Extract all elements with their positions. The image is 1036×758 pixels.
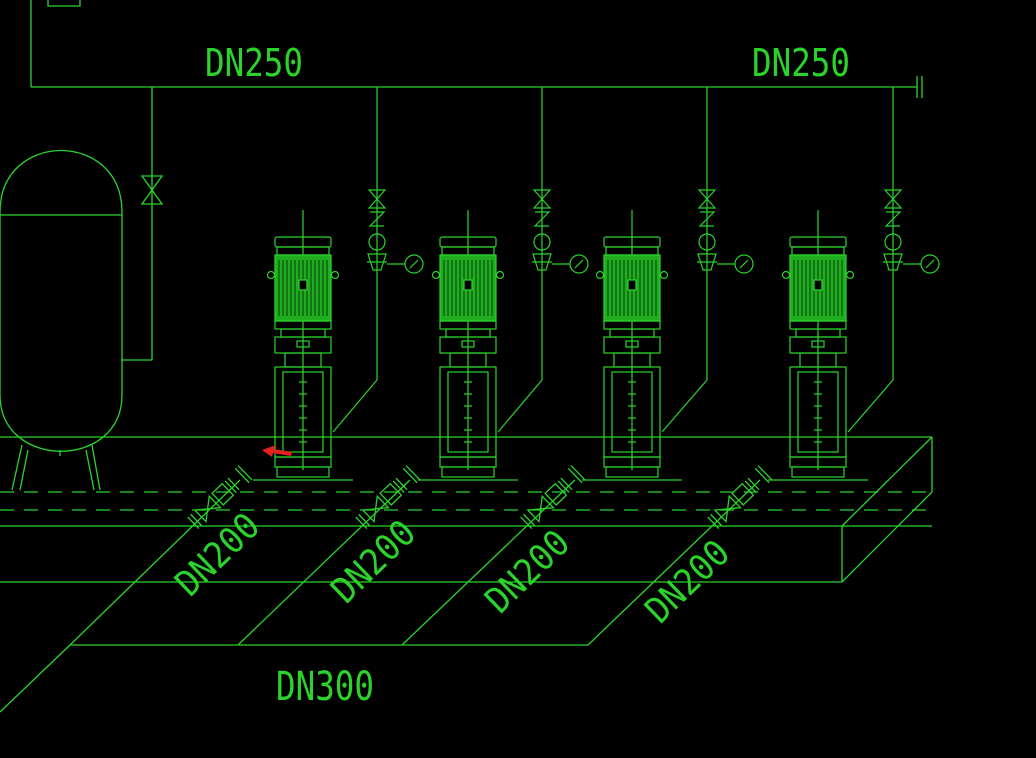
pump-unit-1 (253, 87, 424, 481)
suction-valve-2 (355, 465, 421, 529)
main-pipe-label-right: DN250 (752, 41, 850, 85)
suction-valve-3 (520, 465, 586, 529)
pressure-gauge-icon (569, 254, 589, 274)
pump-unit-2 (418, 87, 589, 481)
discharge-branch-4 (847, 87, 940, 433)
pump-group (253, 87, 940, 481)
top-frame-fragment (47, 0, 81, 7)
pump-unit-3 (582, 87, 754, 481)
pressure-gauge-icon (920, 254, 940, 274)
vertical-pump-1 (253, 210, 353, 481)
pump-unit-4 (768, 87, 940, 481)
discharge-branch-2 (497, 87, 589, 433)
main-pipe-label-left: DN250 (205, 41, 303, 85)
pressure-tank (0, 150, 123, 491)
tank-branch-valve (140, 175, 164, 205)
check-valve-icon (884, 211, 902, 227)
suction-valve-1 (187, 465, 253, 529)
check-valve-icon (533, 211, 551, 227)
check-valve-icon (368, 211, 386, 227)
pressure-gauge-icon (404, 254, 424, 274)
vertical-pump-2 (418, 210, 518, 481)
pump-base-slab (0, 436, 933, 583)
pressure-gauge-icon (734, 254, 754, 274)
check-valve-icon (698, 211, 716, 227)
discharge-branch-1 (332, 87, 424, 433)
vertical-pump-3 (582, 210, 682, 481)
discharge-branch-3 (661, 87, 754, 433)
vertical-pump-4 (768, 210, 868, 481)
suction-valve-4 (707, 465, 773, 529)
red-arrow-cursor-icon (262, 445, 292, 457)
suction-header (0, 479, 761, 713)
suction-header-label: DN300 (276, 664, 374, 710)
